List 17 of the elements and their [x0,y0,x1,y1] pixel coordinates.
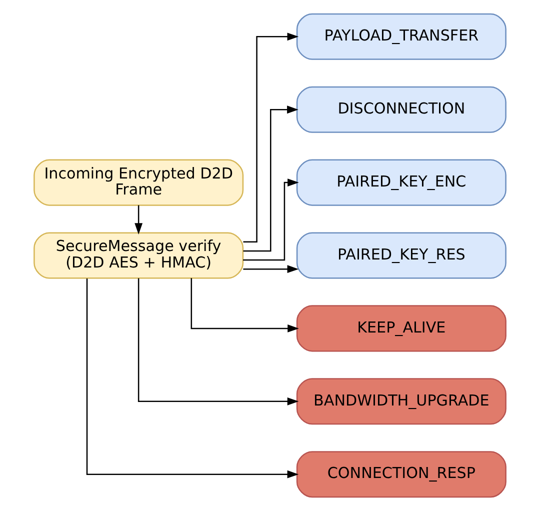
node-box: KEEP_ALIVE [296,304,506,352]
arrow [243,32,299,242]
arrow [243,264,299,273]
node-box: BANDWIDTH_UPGRADE [296,378,506,424]
node-box: SecureMessage verify (D2D AES + HMAC) [34,232,244,278]
arrow [243,178,299,260]
node-box: PAIRED_KEY_RES [296,232,506,278]
arrow [243,105,298,252]
node-box: DISCONNECTION [296,86,506,132]
arrow [134,204,143,234]
node-box: PAIRED_KEY_ENC [296,158,506,206]
arrow [86,278,299,478]
arrow [190,278,299,332]
arrow [138,278,299,405]
node-box: CONNECTION_RESP [296,450,506,498]
node-box: PAYLOAD_TRANSFER [296,12,506,60]
node-box: Incoming Encrypted D2D Frame [34,158,244,206]
